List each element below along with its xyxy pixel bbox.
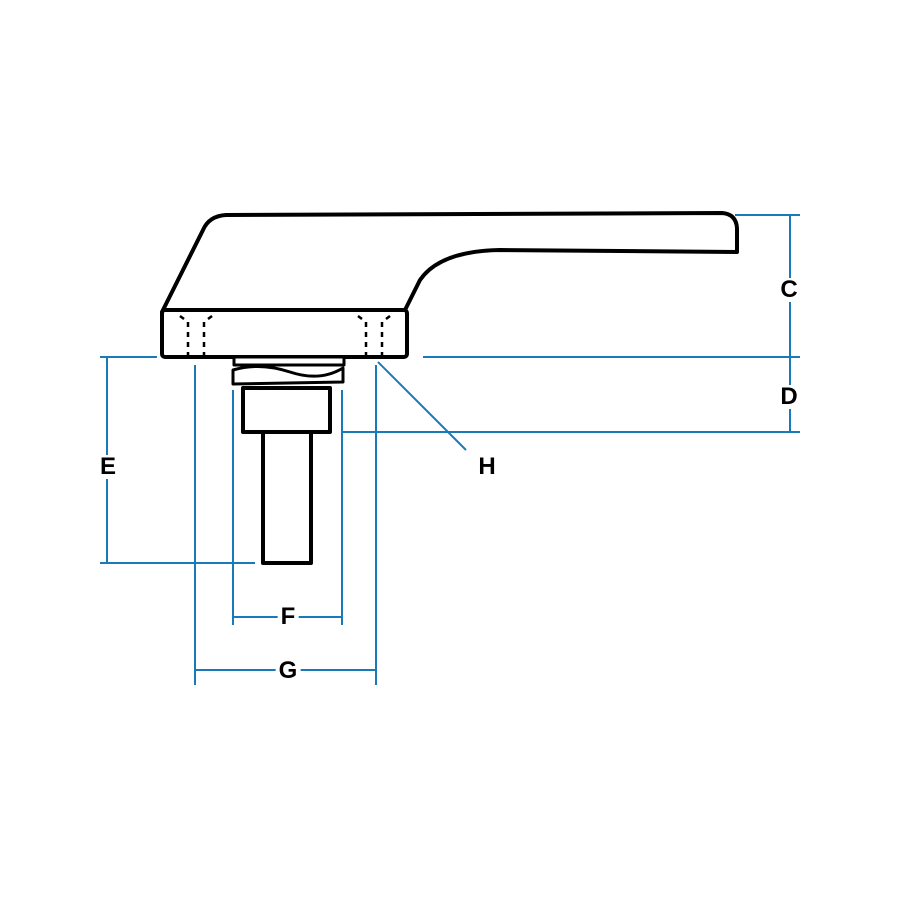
flat-washer bbox=[232, 355, 346, 367]
label-g: G bbox=[275, 659, 301, 683]
handle-outline bbox=[160, 211, 739, 565]
label-f: F bbox=[277, 605, 299, 629]
label-d: D bbox=[777, 385, 801, 409]
handle-base bbox=[160, 308, 409, 359]
label-c: C bbox=[777, 278, 801, 302]
label-e: E bbox=[96, 455, 120, 479]
collar bbox=[241, 386, 332, 434]
spindle bbox=[261, 430, 313, 565]
spring-washer bbox=[231, 365, 345, 386]
label-h: H bbox=[475, 455, 499, 479]
h-leader-line bbox=[377, 361, 467, 451]
lever-arm bbox=[160, 211, 739, 314]
hidden-lines bbox=[179, 315, 391, 355]
